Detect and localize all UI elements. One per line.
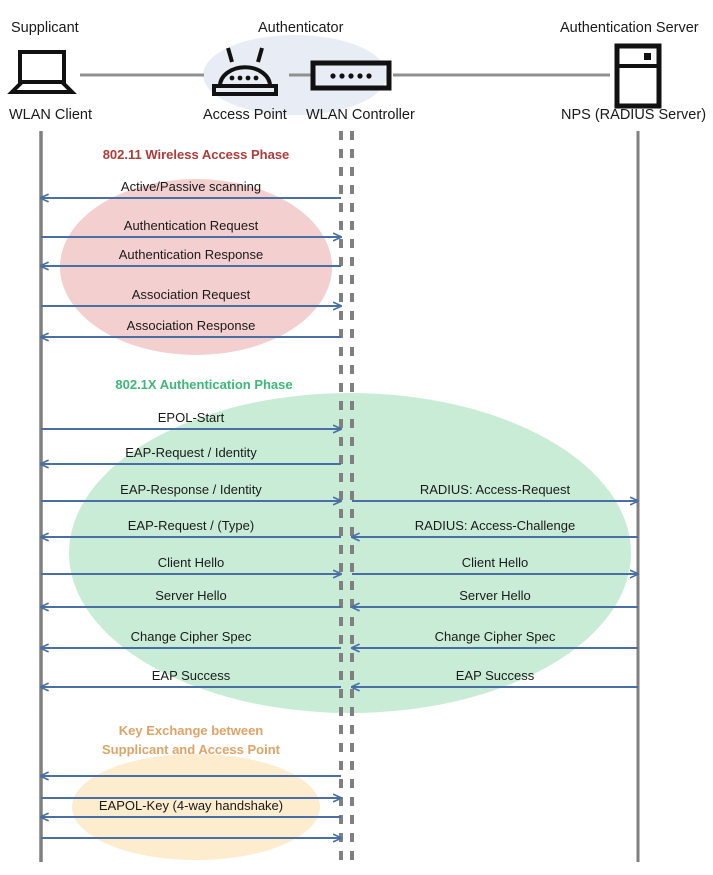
message-label: Authentication Response [118, 247, 264, 262]
message-label: RADIUS: Access-Challenge [414, 518, 576, 533]
laptop-icon [7, 50, 77, 94]
message-arrows [41, 198, 638, 838]
message-label: Association Request [131, 287, 251, 302]
actor-device-wlan-client: WLAN Client [9, 107, 92, 123]
phase-label-80211: 802.11 Wireless Access Phase [102, 147, 290, 162]
message-label: Association Response [126, 318, 256, 333]
actor-device-access-point: Access Point [203, 107, 287, 123]
actor-role-supplicant: Supplicant [11, 20, 79, 36]
server-icon [614, 43, 662, 109]
message-label: Change Cipher Spec [130, 629, 252, 644]
message-label: EAP Success [151, 668, 231, 683]
message-label: EAPOL-Key (4-way handshake) [98, 798, 284, 813]
actor-role-auth-server: Authentication Server [560, 20, 699, 36]
message-label: RADIUS: Access-Request [419, 482, 571, 497]
message-label: Server Hello [155, 588, 227, 603]
actor-role-authenticator: Authenticator [258, 20, 344, 36]
access-point-icon [212, 47, 278, 96]
phase-label-8021x: 802.1X Authentication Phase [115, 377, 293, 392]
message-label: Client Hello [157, 555, 225, 570]
message-label: EPOL-Start [157, 410, 225, 425]
message-label: Change Cipher Spec [434, 629, 556, 644]
phase-ellipse-key-exchange [72, 754, 320, 860]
message-label: Authentication Request [123, 218, 259, 233]
message-label: EAP-Response / Identity [120, 482, 262, 497]
message-label: Server Hello [459, 588, 531, 603]
message-label: EAP-Request / Identity [125, 445, 257, 460]
actor-device-wlan-controller: WLAN Controller [306, 107, 415, 123]
message-label: Active/Passive scanning [120, 179, 262, 194]
message-label: EAP Success [455, 668, 535, 683]
message-label: EAP-Request / (Type) [127, 518, 255, 533]
wlan-controller-icon [310, 60, 392, 91]
message-label: Client Hello [461, 555, 529, 570]
phase-label-key-exchange: Key Exchange between Supplicant and Acce… [102, 723, 280, 757]
actor-device-nps-radius: NPS (RADIUS Server) [561, 107, 707, 123]
